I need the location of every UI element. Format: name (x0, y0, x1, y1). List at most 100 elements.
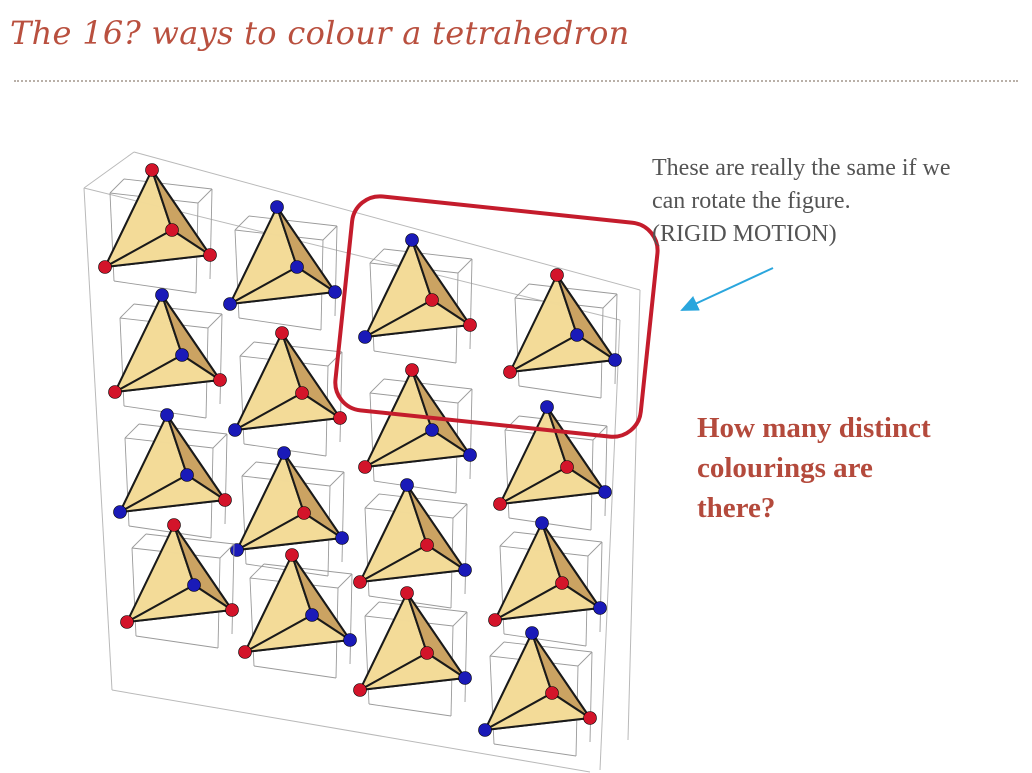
red-vertex (400, 586, 414, 600)
blue-vertex (290, 260, 304, 274)
red-vertex (203, 248, 217, 262)
red-vertex (583, 711, 597, 725)
cube-edge (369, 378, 385, 394)
cube-edge (589, 651, 593, 743)
red-vertex (555, 576, 569, 590)
question-line-1: How many distinct (697, 412, 931, 444)
cube-edge (368, 703, 452, 717)
cube-edge (383, 248, 473, 260)
slide-title: The 16? ways to colour a tetrahedron (10, 14, 630, 52)
tetrahedron (113, 408, 232, 539)
red-vertex (353, 575, 367, 589)
red-vertex (120, 615, 134, 629)
blue-vertex (277, 446, 291, 460)
cube-edge (212, 433, 228, 449)
red-vertex (213, 373, 227, 387)
red-vertex (463, 318, 477, 332)
tetrahedron (358, 233, 477, 364)
red-vertex (545, 686, 559, 700)
blue-vertex (305, 608, 319, 622)
tetrahedron (120, 518, 239, 649)
cube-edge (592, 425, 608, 441)
cube-edge (452, 611, 468, 627)
tetrahedron (353, 586, 472, 717)
red-vertex (358, 460, 372, 474)
tetra-face (499, 466, 606, 505)
red-vertex (238, 645, 252, 659)
tetra-face (484, 692, 591, 731)
blue-vertex (358, 330, 372, 344)
blue-vertex (270, 200, 284, 214)
tetra-face (364, 299, 471, 338)
cube-edge (263, 563, 353, 575)
blue-vertex (160, 408, 174, 422)
cube-edge (514, 283, 530, 299)
blue-vertex (113, 505, 127, 519)
bounding-box-edge (599, 319, 621, 771)
cube-edge (587, 541, 603, 557)
cube-edge (378, 601, 468, 613)
blue-vertex (180, 468, 194, 482)
tetrahedra-layer (98, 163, 622, 757)
cube-edge (253, 341, 343, 353)
red-vertex (295, 386, 309, 400)
cube-edge (234, 215, 250, 231)
callout-arrow (680, 267, 774, 311)
red-vertex (425, 293, 439, 307)
cube-edge (138, 423, 228, 435)
tetrahedron (98, 163, 217, 294)
cube-edge (602, 293, 618, 309)
cube-edge (503, 641, 593, 653)
cube-edge (513, 531, 603, 543)
red-vertex (108, 385, 122, 399)
cube-edge (349, 573, 353, 665)
blue-vertex (175, 348, 189, 362)
cube-edge (135, 635, 219, 649)
blue-vertex (400, 478, 414, 492)
blue-vertex (535, 516, 549, 530)
title-divider (14, 80, 1018, 82)
blue-vertex (155, 288, 169, 302)
bounding-box-edge (83, 151, 135, 189)
red-vertex (405, 363, 419, 377)
cube-edge (231, 543, 235, 635)
note-line-1: These are really the same if we (652, 155, 951, 181)
cube-edge (238, 317, 322, 331)
cube-edge (109, 178, 125, 194)
wire-cube (249, 563, 353, 679)
blue-vertex (405, 233, 419, 247)
cube-edge (383, 378, 473, 390)
cube-edge (518, 385, 602, 399)
blue-vertex (228, 423, 242, 437)
cube-edge (253, 665, 337, 679)
blue-vertex (478, 723, 492, 737)
cube-edge (493, 743, 577, 757)
blue-vertex (463, 448, 477, 462)
cube-edge (322, 225, 338, 241)
cube-edge (119, 303, 135, 319)
red-vertex (420, 538, 434, 552)
blue-vertex (335, 531, 349, 545)
cube-edge (249, 563, 265, 579)
cube-edge (508, 517, 592, 531)
cube-edge (239, 341, 255, 357)
cube-edge (341, 471, 345, 563)
cube-edge (457, 388, 473, 404)
cube-edge (489, 641, 505, 657)
red-vertex (333, 411, 347, 425)
blue-vertex (187, 578, 201, 592)
cube-edge (248, 215, 338, 227)
red-vertex (503, 365, 517, 379)
tetra-face (359, 544, 466, 583)
bounding-box-edge (111, 689, 591, 773)
cube-edge (329, 471, 345, 487)
cube-edge (604, 425, 608, 517)
red-vertex (225, 603, 239, 617)
cube-edge (369, 248, 385, 264)
bounding-box-edge (83, 187, 113, 691)
blue-vertex (425, 423, 439, 437)
tetrahedron (488, 516, 607, 647)
bounding-box-edge (133, 151, 641, 291)
red-vertex (167, 518, 181, 532)
